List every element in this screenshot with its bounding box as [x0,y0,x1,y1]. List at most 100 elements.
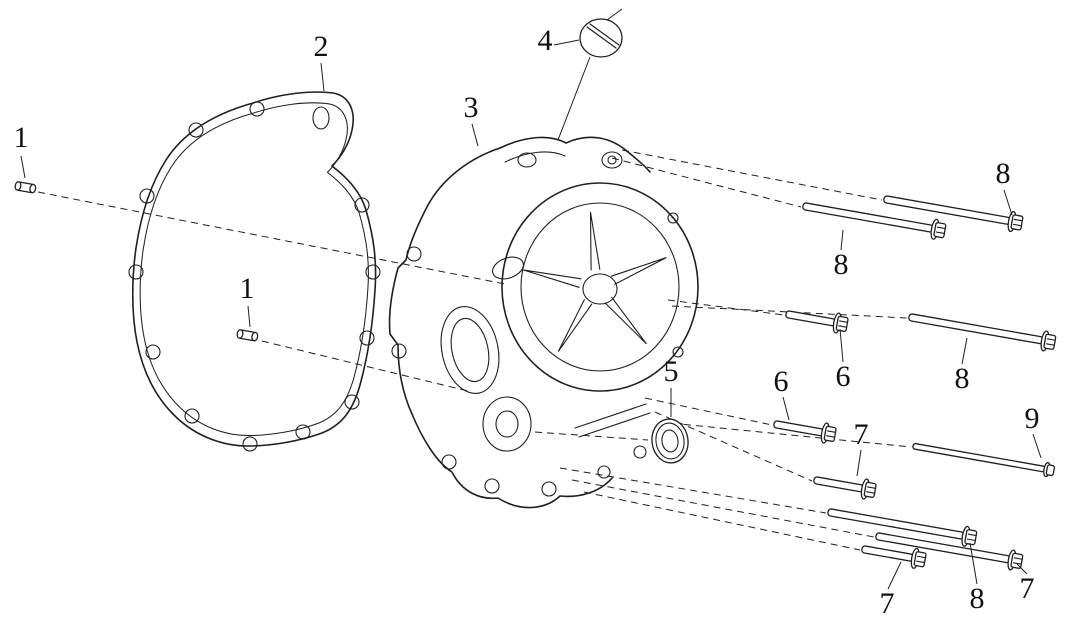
bolt-8-upper-right [883,195,1024,233]
callout-8-middle: 8 [955,362,970,395]
leader-lines-dashed [37,149,912,551]
cover-top-ridge-inner [504,151,566,163]
bolt-head [913,551,927,568]
seal-mid [655,422,685,460]
bolt-head [933,222,947,239]
bolt-6-right [785,310,849,334]
bolt-8-bottom [827,508,978,547]
cover-hidden-edges [574,403,651,438]
bolt-head-facets [916,555,927,564]
tick-8-bottom [969,542,978,585]
bolt-head-facets [826,430,837,438]
bolt-shaft [827,508,965,540]
callout-8-upper-left: 8 [834,248,849,281]
cover-top-boss-hole [607,155,617,165]
callout-7-bottom-left: 7 [880,587,895,620]
cover-boss-hole [541,481,557,497]
oil-seal [651,418,689,464]
cover-hub [582,273,618,305]
gasket-tab-hole [312,106,330,130]
gasket-outer-edge [131,91,377,447]
gasket-hole [365,264,381,280]
gasket-hole [139,188,155,204]
cover-edge-line [574,403,647,429]
bolt-7-upper [813,476,877,500]
tick-7-bottom-left [887,561,902,590]
bolt-shaft [908,313,1044,345]
bolt-shaft [813,476,865,493]
pin-end [251,331,259,342]
tick-9 [1032,433,1042,459]
tick-7-upper [856,449,862,477]
cover-spoke [610,257,667,285]
gasket-hole [354,197,370,213]
leader-bolt-8d [559,467,827,514]
cover-spoke [557,299,593,352]
gasket-hole [344,394,360,410]
tick-6-left [782,396,790,421]
cover-bolt-bosses [391,151,684,497]
cover-oval-opening-outer [440,306,500,394]
leader-oil-seal-axis [534,431,649,441]
callout-6-left: 6 [774,365,789,398]
callout-4: 4 [538,24,553,57]
cover-boss-hole [391,343,407,359]
callout-2: 2 [314,30,329,63]
callout-1-upper: 1 [14,121,29,154]
callout-5: 5 [664,355,679,388]
bolt-8-middle [908,313,1057,352]
callout-6-right: 6 [836,360,851,393]
gasket-hole [128,264,144,280]
bolt-head [1010,214,1024,231]
gasket-hole [145,344,161,360]
bolt-head-facets [1013,218,1023,227]
cover-top-boss [601,151,623,169]
cover-spoke [589,211,601,271]
tick-8-middle [961,337,968,365]
bolt-head [863,481,877,498]
bolt-shaft [861,545,914,562]
gasket-hole [242,436,258,452]
pin-end [236,329,244,339]
gasket-hole [249,101,265,117]
callout-7-upper: 7 [854,418,869,451]
stud-shaft [912,442,1046,473]
leader-dowel-lower [261,340,473,393]
dowel-pin-lower [236,329,259,342]
cap-leader-line [557,56,591,141]
cover-spokes [523,211,667,352]
callout-8-bottom: 8 [970,582,985,615]
callout-1-lower: 1 [240,272,255,305]
cover-oval-opening-inner [450,317,490,383]
cover-spoke [604,296,647,345]
bolt-head-facets [966,533,977,542]
dowel-pin-upper [14,181,37,194]
gasket-hole [295,424,311,440]
cover-top-boss [517,152,537,168]
cover-boss-hole [597,465,611,479]
bolt-head [964,529,978,546]
cover-seal-boss-outer [482,396,532,452]
bolt-head-facets [1045,338,1056,346]
callout-8-upper-right: 8 [996,157,1011,190]
callout-9: 9 [1025,402,1040,435]
bolt-7-bottom-right [875,532,1024,571]
gasket-inner-edge [139,102,369,437]
seal-bore [661,429,679,453]
cover-emblem [492,256,524,280]
pin-end [29,183,37,194]
cover-edge-line [578,412,651,438]
callout-ticks [20,39,1042,590]
gasket-hole [359,330,375,346]
callout-7-bottom-right: 7 [1020,572,1035,605]
bolt-head [1010,552,1024,569]
leader-bolt-8c [671,305,908,319]
gasket-bolt-holes [128,101,381,452]
tick-8-upper-right [1003,189,1013,216]
gasket-hole [184,408,200,424]
cover-rim-hole [672,346,684,358]
stud-9 [912,442,1056,478]
cover-body-outline [388,147,613,509]
